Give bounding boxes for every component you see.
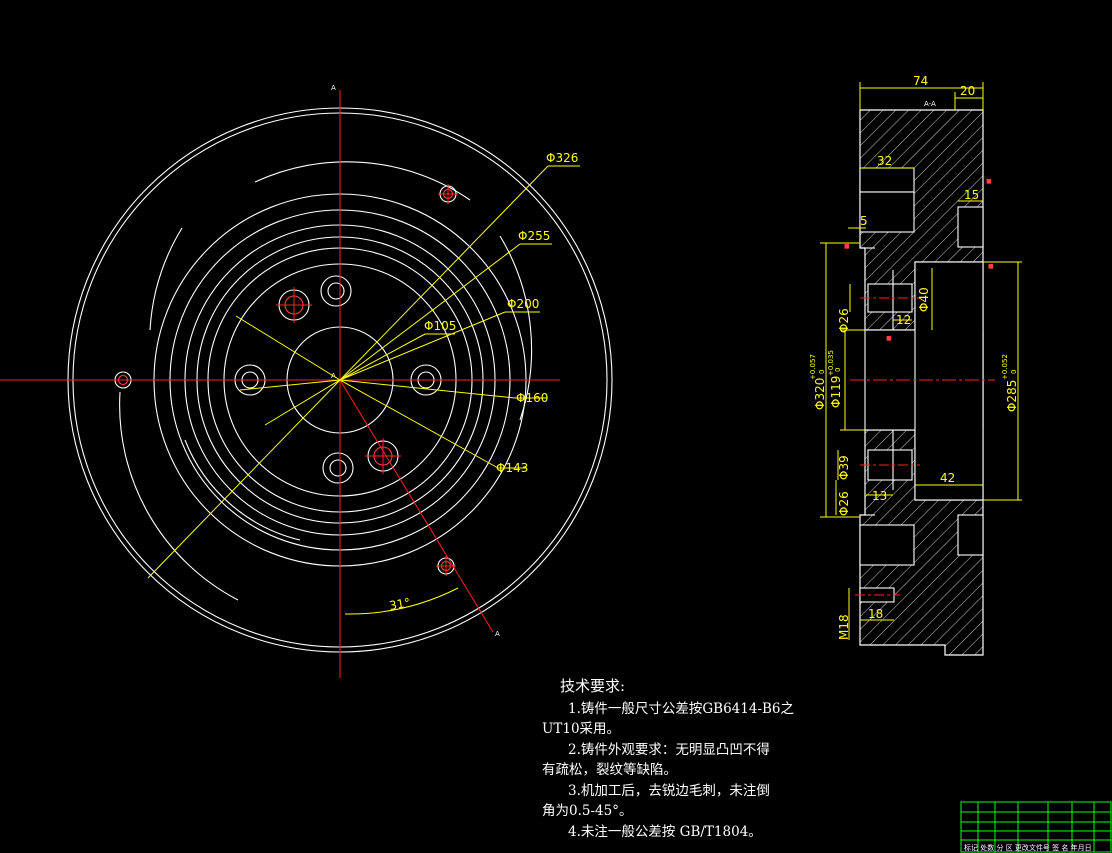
- step-lower: [957, 514, 984, 556]
- revision-row: 标记 处数 分 区 更改文件号 签 名 年月日: [964, 844, 1092, 852]
- front-center-lines: [0, 90, 560, 678]
- dim-13: 13: [872, 489, 887, 503]
- section-red-mark: ■: [844, 243, 850, 250]
- dim-42: 42: [940, 471, 955, 485]
- front-dimension-labels: Φ326 Φ255 Φ200 Φ105 Φ160 Φ143 31°: [388, 151, 578, 613]
- bore-mid: [914, 261, 984, 501]
- dim-32: 32: [877, 154, 892, 168]
- notes-title: 技术要求:: [560, 677, 626, 695]
- title-block-grid: [960, 801, 1112, 853]
- front-dimensions: [147, 165, 580, 615]
- dim-5: 5: [860, 214, 868, 228]
- note-2b: 有疏松，裂纹等缺陷。: [542, 762, 677, 778]
- dim-326: Φ326: [546, 151, 578, 165]
- dim-phi40: Φ40: [917, 287, 931, 312]
- section-red-mark: ■: [986, 178, 992, 185]
- bolt-hole: [320, 275, 352, 307]
- section-red-mark: ■: [886, 335, 892, 342]
- groove-upper-2: [859, 191, 915, 233]
- dim-phi320-upper: +0.057: [809, 354, 817, 380]
- dim-phi26b: Φ26: [837, 491, 851, 516]
- dim-160: Φ160: [516, 391, 548, 405]
- dim-phi285-upper: +0.052: [1001, 354, 1009, 380]
- dim-phi285: Φ285: [1005, 380, 1019, 412]
- bolt-hole-inner: [327, 282, 345, 300]
- bolt-hole: [322, 452, 354, 484]
- dim-74: 74: [913, 74, 928, 88]
- dim-12: 12: [896, 313, 911, 327]
- note-3a: 3.机加工后，去锐边毛刺，未注倒: [568, 782, 770, 799]
- note-4: 4.未注一般公差按 GB/T1804。: [568, 823, 762, 840]
- groove-upper: [859, 167, 915, 193]
- section-title: A-A: [924, 100, 936, 108]
- dim-phi26: Φ26: [837, 308, 851, 333]
- dim-phi39: Φ39: [837, 455, 851, 480]
- arc-left: [149, 227, 183, 331]
- dim-phi119: Φ119: [829, 376, 843, 408]
- dim-200: Φ200: [507, 297, 539, 311]
- arc-left-lower: [119, 391, 239, 601]
- note-2a: 2.铸件外观要求：无明显凸凹不得: [568, 741, 770, 758]
- groove-lower: [859, 524, 915, 566]
- dim-143: Φ143: [496, 461, 528, 475]
- dim-phi119-upper: +0.035: [827, 350, 835, 376]
- dim-m18: M18: [837, 614, 851, 640]
- step-upper: [957, 206, 984, 248]
- dim-15: 15: [964, 188, 979, 202]
- dim-phi320-lower: 0: [818, 370, 826, 374]
- arc-right: [499, 235, 533, 421]
- dim-phi119-lower: 0: [834, 368, 842, 372]
- title-block: 标记 处数 分 区 更改文件号 签 名 年月日: [961, 802, 1112, 853]
- arc-inner-lower: [184, 439, 301, 541]
- section-view: ■ ■ ■ ■: [844, 109, 995, 656]
- bolt-hole-inner: [329, 459, 347, 477]
- dim-255: Φ255: [518, 229, 550, 243]
- section-mark-top: A: [331, 84, 336, 92]
- section-dimension-lines: [820, 82, 1022, 640]
- dim-20: 20: [960, 84, 975, 98]
- dim-105: Φ105: [424, 319, 456, 333]
- technical-requirements: 技术要求: 1.铸件一般尺寸公差按GB6414-B6之 UT10采用。 2.铸件…: [542, 676, 812, 842]
- dim-phi320: Φ320: [813, 378, 827, 410]
- note-1a: 1.铸件一般尺寸公差按GB6414-B6之: [568, 700, 795, 717]
- dim-phi285-lower: 0: [1010, 370, 1018, 374]
- dim-18: 18: [868, 607, 883, 621]
- section-mark-bottom: A: [495, 630, 500, 638]
- note-1b: UT10采用。: [542, 721, 621, 737]
- section-red-mark: ■: [988, 263, 994, 270]
- arc-upper: [254, 161, 471, 201]
- section-dimension-labels: 74 20 32 15 5 Φ40 12 Φ26 Φ320 +0.057 0 Φ…: [809, 74, 1019, 640]
- note-3b: 角为0.5-45°。: [542, 803, 633, 819]
- dim-angle: 31°: [388, 595, 411, 612]
